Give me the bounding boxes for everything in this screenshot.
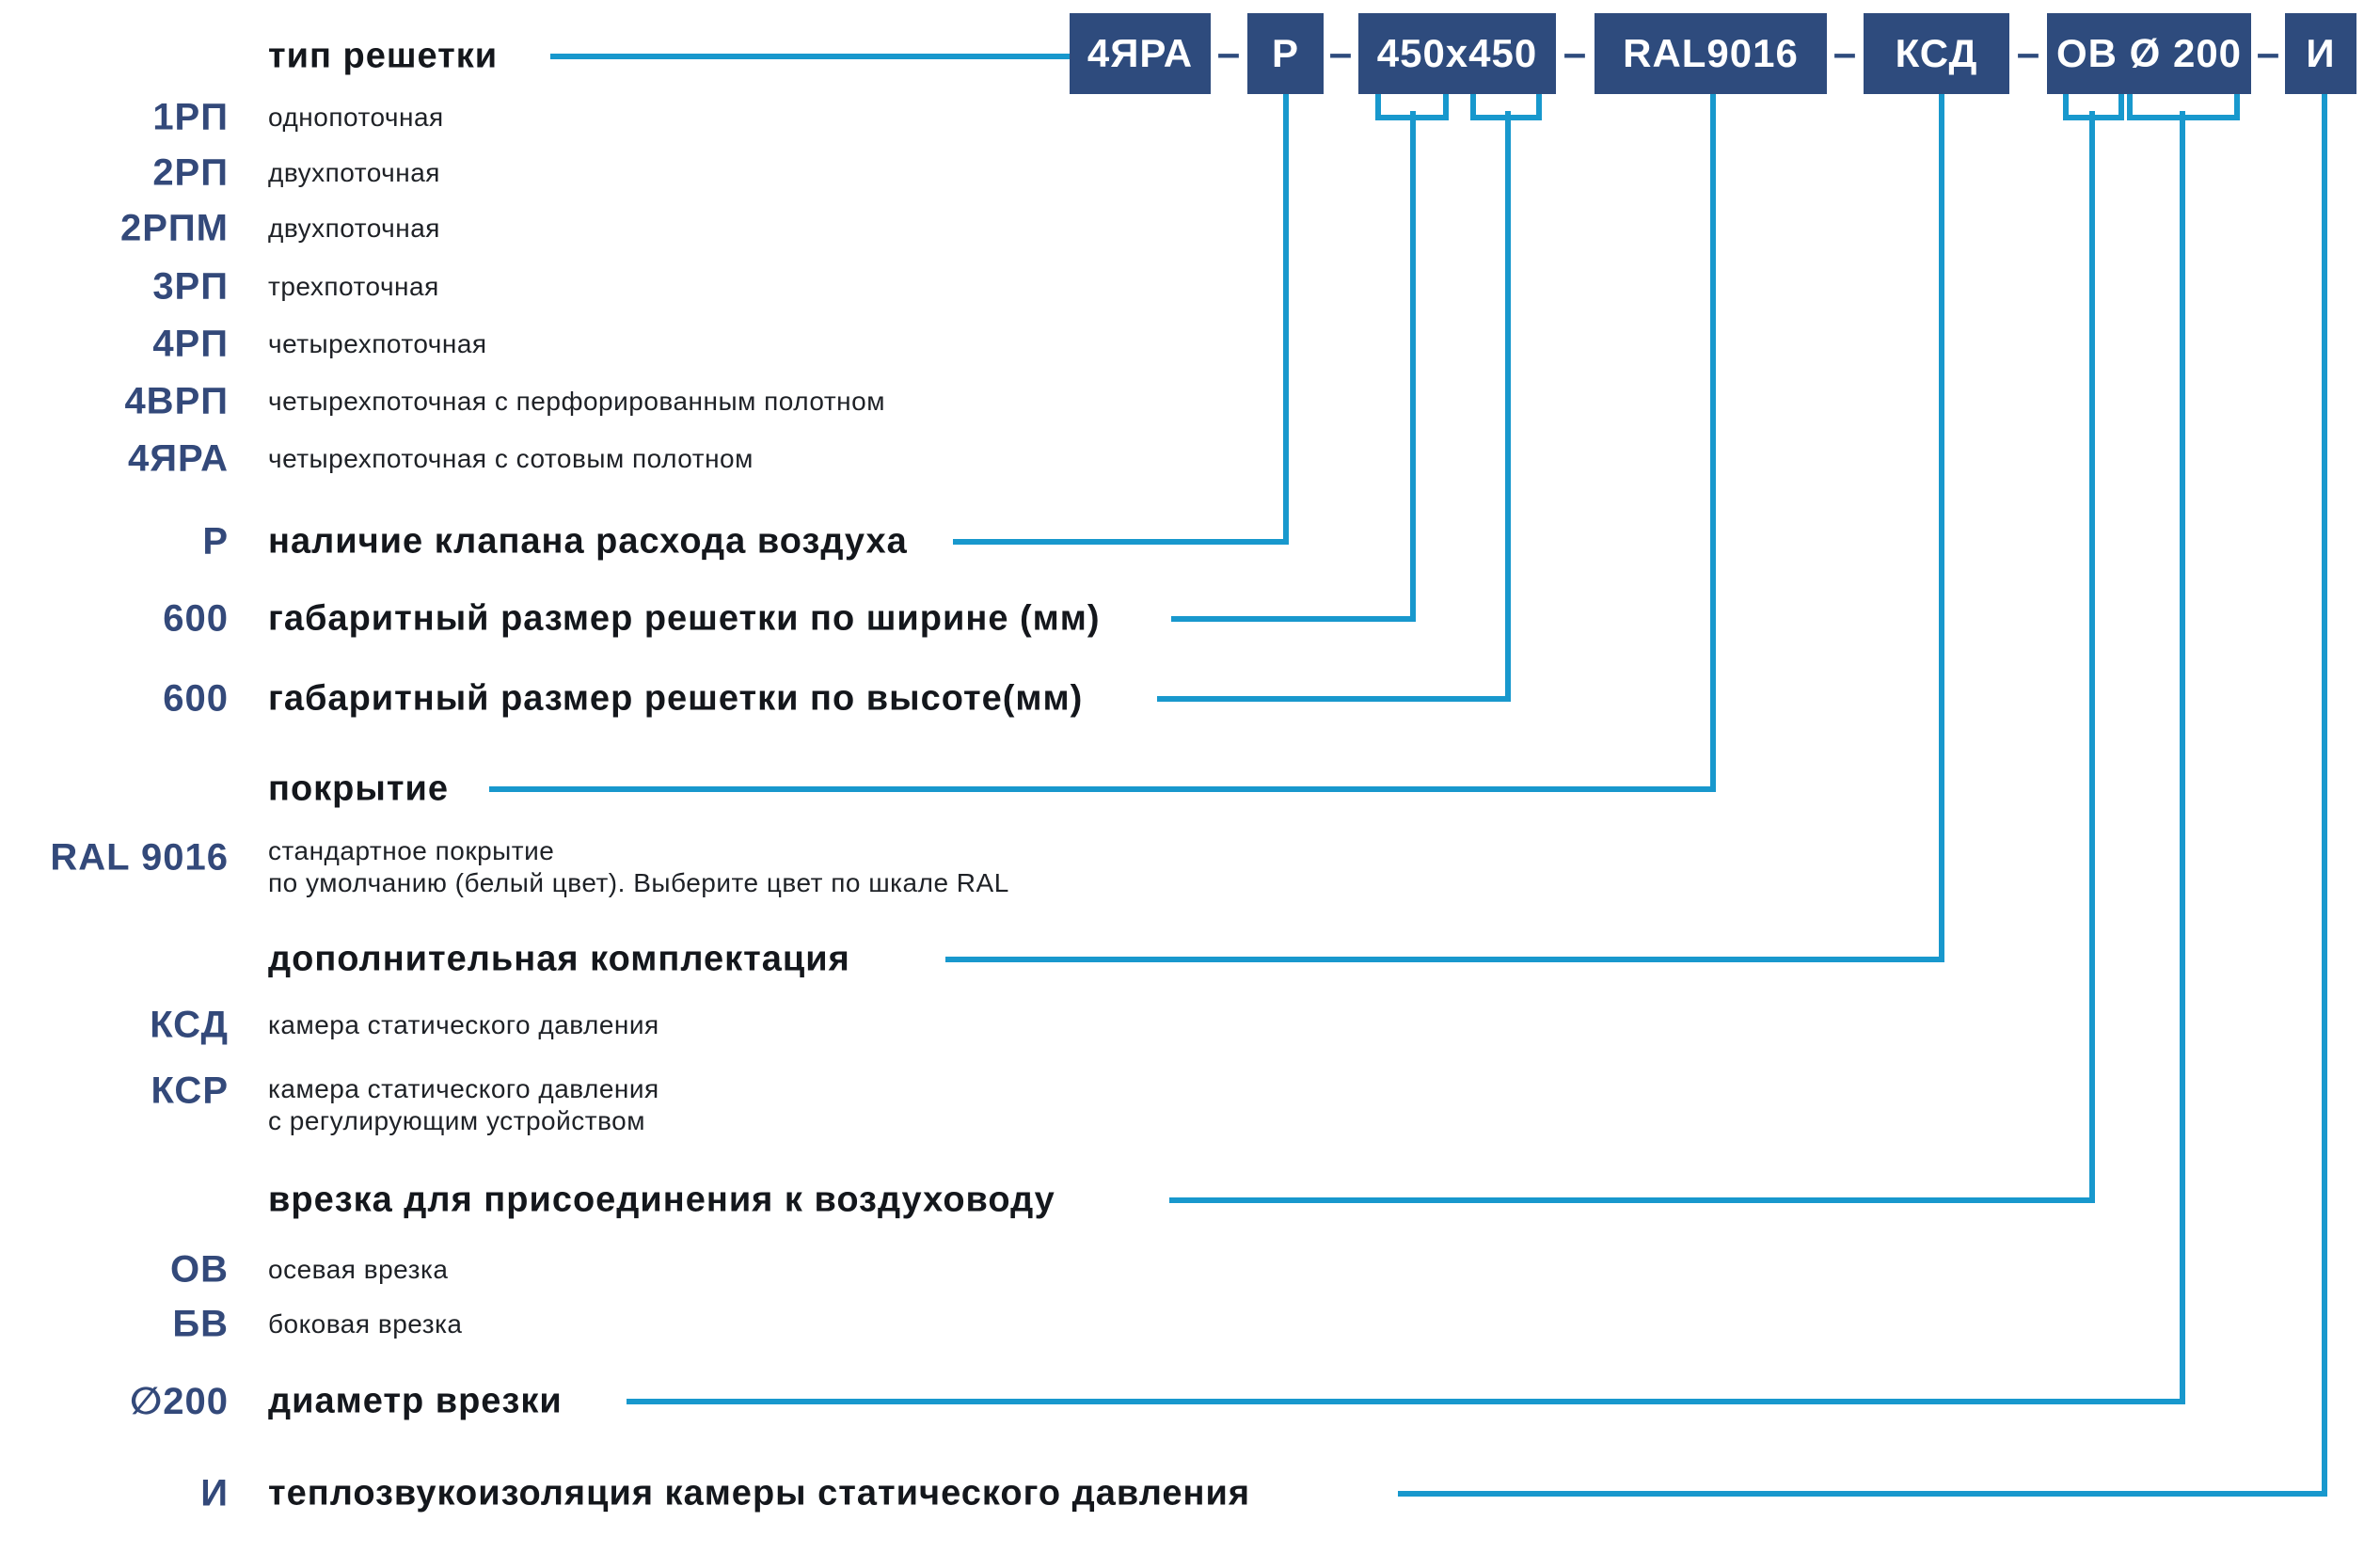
connector-v-extra: [1939, 94, 1944, 962]
dash-separator: –: [1328, 30, 1353, 76]
desc-ksr-line2: с регулирующим устройством: [268, 1106, 645, 1135]
label-diameter: диаметр врезки: [268, 1381, 563, 1421]
connector-v-insulation: [2322, 94, 2327, 1497]
section-header-coating: покрытие: [268, 769, 449, 809]
code-label-ral9016: RAL 9016: [50, 836, 229, 879]
code-box-grille-type: 4ЯРА: [1070, 13, 1211, 94]
connector-h-insulation: [1398, 1491, 2327, 1497]
label-valve: наличие клапана расхода воздуха: [268, 521, 908, 562]
code-label-1rp: 1РП: [152, 96, 229, 138]
section-header-grille-type: тип решетки: [268, 36, 499, 76]
code-label-ov: ОВ: [170, 1248, 229, 1291]
section-header-duct: врезка для присоединения к воздуховоду: [268, 1180, 1055, 1220]
connector-h-diameter: [627, 1399, 2185, 1404]
code-box-coating: RAL9016: [1595, 13, 1827, 94]
desc-bv: боковая врезка: [268, 1309, 463, 1339]
label-height: габаритный размер решетки по высоте(мм): [268, 678, 1084, 719]
code-label-height: 600: [163, 677, 229, 720]
section-header-extra: дополнительная комплектация: [268, 939, 850, 979]
code-box-valve: Р: [1247, 13, 1324, 94]
code-label-insulation: И: [200, 1472, 229, 1514]
code-label-ksr: КСР: [151, 1070, 229, 1112]
connector-v-valve: [1283, 94, 1289, 545]
dash-separator: –: [1833, 30, 1857, 76]
code-box-size: 450x450: [1358, 13, 1556, 94]
dash-separator: –: [2016, 30, 2040, 76]
connector-h-width: [1171, 616, 1416, 622]
connector-v-coating: [1710, 94, 1716, 792]
connector-v-duct: [2089, 111, 2095, 1203]
connector-h-coating: [489, 786, 1716, 792]
desc-ksd: камера статического давления: [268, 1010, 659, 1039]
code-label-bv: БВ: [172, 1303, 229, 1345]
desc-ral9016-line2: по умолчанию (белый цвет). Выберите цвет…: [268, 868, 1009, 897]
connector-v-diameter: [2180, 111, 2185, 1404]
desc-ov: осевая врезка: [268, 1255, 449, 1284]
code-box-extra: КСД: [1864, 13, 2009, 94]
code-box-insulation: И: [2285, 13, 2356, 94]
connector-h-height: [1157, 696, 1511, 702]
code-label-3rp: 3РП: [152, 265, 229, 308]
desc-1rp: однопоточная: [268, 103, 444, 132]
connector-v-width: [1410, 111, 1416, 622]
code-box-duct: ОВ Ø 200: [2047, 13, 2251, 94]
code-label-2rp: 2РП: [152, 151, 229, 194]
desc-2rp: двухпоточная: [268, 158, 440, 187]
connector-h-extra: [945, 957, 1944, 962]
desc-2rpm: двухпоточная: [268, 214, 440, 243]
code-label-diameter: ∅200: [130, 1381, 229, 1422]
desc-ksr-line1: камера статического давления: [268, 1074, 659, 1103]
label-insulation: теплозвукоизоляция камеры статического д…: [268, 1473, 1251, 1513]
code-label-width: 600: [163, 597, 229, 640]
desc-ksr: камера статического давления с регулирую…: [268, 1073, 659, 1137]
code-label-4rp: 4РП: [152, 323, 229, 365]
connector-v-height: [1505, 111, 1511, 702]
desc-3rp: трехпоточная: [268, 272, 439, 301]
desc-4yara: четырехпоточная с сотовым полотном: [268, 444, 754, 473]
desc-ral9016: стандартное покрытие по умолчанию (белый…: [268, 835, 1009, 899]
dash-separator: –: [1563, 30, 1587, 76]
code-label-valve: Р: [202, 520, 229, 563]
connector-h-duct: [1169, 1197, 2095, 1203]
connector-h-grille-type: [550, 54, 1070, 59]
dash-separator: –: [1216, 30, 1241, 76]
desc-4vrp: четырехпоточная с перфорированным полотн…: [268, 387, 885, 416]
code-label-ksd: КСД: [150, 1004, 229, 1046]
code-label-2rpm: 2РПМ: [120, 207, 229, 249]
code-label-4yara: 4ЯРА: [127, 437, 229, 480]
desc-4rp: четырехпоточная: [268, 329, 487, 358]
dash-separator: –: [2256, 30, 2280, 76]
desc-ral9016-line1: стандартное покрытие: [268, 836, 555, 865]
code-label-4vrp: 4ВРП: [124, 380, 229, 422]
connector-h-valve: [953, 539, 1289, 545]
label-width: габаритный размер решетки по ширине (мм): [268, 598, 1101, 639]
